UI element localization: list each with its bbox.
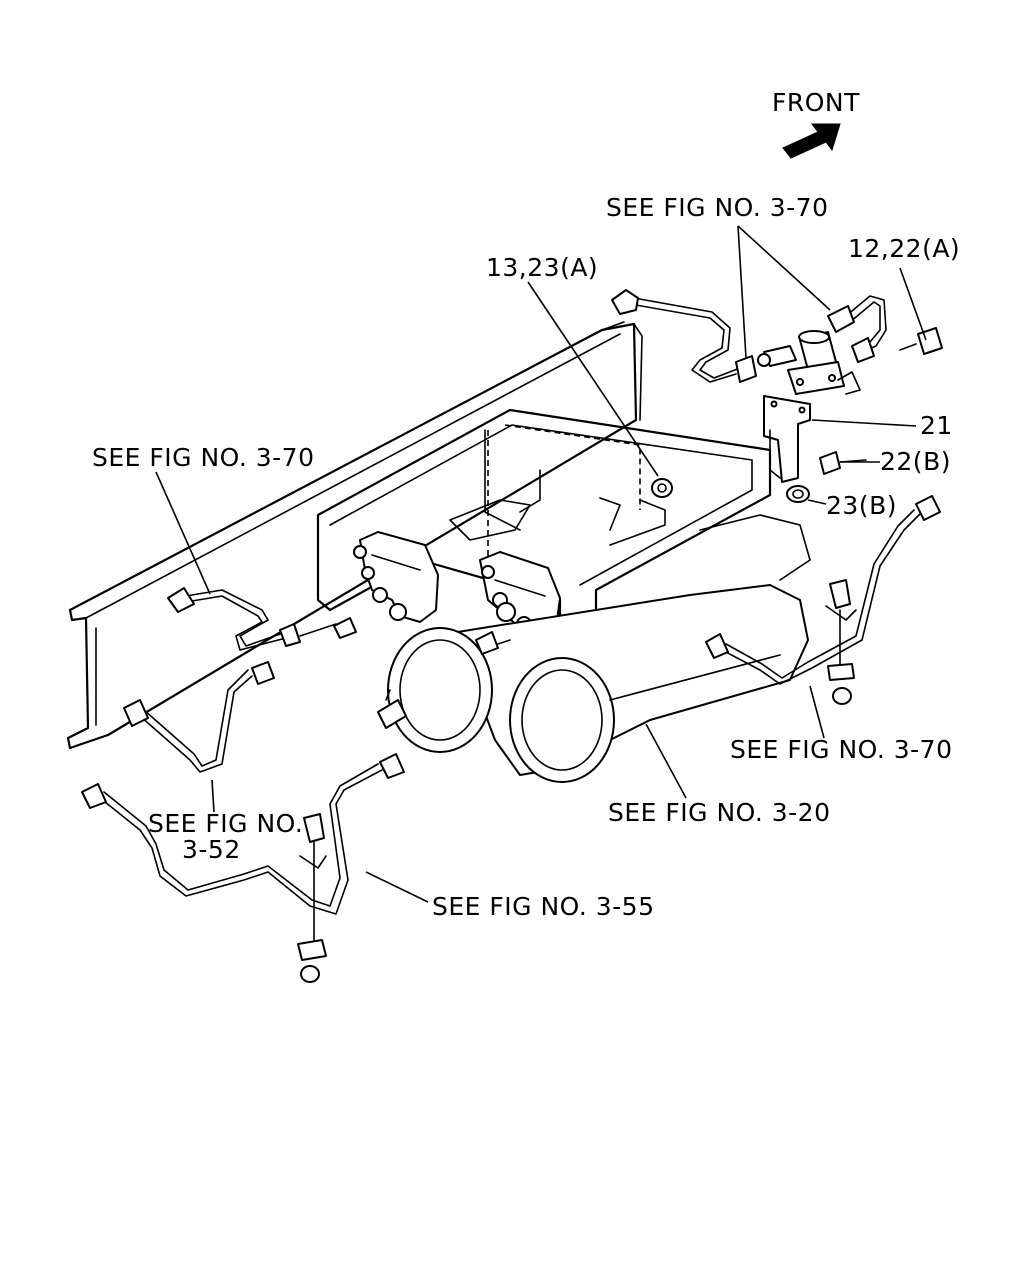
front-orientation: FRONT (772, 88, 860, 159)
pipe-left-upper (167, 587, 357, 651)
pipe-center-fitting (475, 631, 499, 655)
solenoid-valve-assembly (757, 330, 845, 395)
pipe-clamp-bottom (297, 813, 327, 983)
pipe-top-right (827, 295, 887, 363)
ref-3-55[interactable]: SEE FIG NO. 3-55 (432, 892, 654, 921)
nut-23b (786, 485, 810, 503)
ref-3-70-right[interactable]: SEE FIG NO. 3-70 (730, 735, 952, 764)
mounting-bracket-21 (763, 395, 811, 483)
front-label: FRONT (772, 88, 860, 117)
pipe-right (705, 495, 941, 685)
front-direction-arrow-icon (782, 123, 841, 159)
part-label-22b: 22(B) (880, 447, 951, 476)
relay-valve-left (353, 531, 439, 623)
part-label-12-22a: 12,22(A) (848, 234, 960, 263)
nut-13-23a (651, 478, 673, 498)
part-label-13-23a: 13,23(A) (486, 253, 598, 282)
ref-3-20[interactable]: SEE FIG NO. 3-20 (608, 798, 830, 827)
leader-lines (155, 225, 927, 903)
part-label-21: 21 (920, 411, 953, 440)
callouts: SEE FIG NO. 3-70 13,23(A) 12,22(A) 21 22… (92, 193, 960, 921)
ref-3-52-line1[interactable]: SEE FIG NO. (148, 809, 303, 838)
part-label-23b: 23(B) (826, 491, 897, 520)
bolt-12-22a (899, 327, 943, 355)
clip-fitting (837, 371, 861, 395)
ref-3-52-line2[interactable]: 3-52 (182, 835, 241, 864)
air-tank-front (409, 584, 809, 783)
ref-3-70-top[interactable]: SEE FIG NO. 3-70 (606, 193, 828, 222)
pipe-left-lower (123, 661, 275, 773)
pipe-bottom-left (81, 753, 405, 915)
ref-3-70-left[interactable]: SEE FIG NO. 3-70 (92, 443, 314, 472)
pipe-top-left (611, 289, 757, 383)
air-tank-rear (377, 627, 511, 753)
bolt-22b (819, 451, 867, 475)
pipe-clamp-right (825, 579, 857, 705)
frame-side-rail (66, 321, 643, 750)
